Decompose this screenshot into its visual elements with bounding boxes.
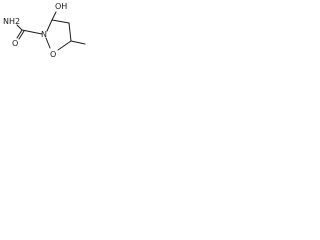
bond-ring-o-ring-n [45, 37, 51, 49]
bond-c4-c5 [68, 22, 72, 42]
molecule-diagram: NH2 O OH N O [3, 2, 86, 59]
bond-c3-c4 [51, 19, 70, 24]
hydroxyl-label: OH [55, 2, 67, 11]
bond-carbonyl-c-o-1 [16, 29, 23, 39]
bond-amide-n-c [16, 24, 23, 31]
bond-carbonyl-c-o-2 [18, 30, 25, 40]
bond-c3-hydroxyl [51, 11, 57, 21]
bond-c5-ring-o [57, 40, 72, 51]
structure-canvas: NH2 O OH N O [0, 0, 100, 67]
bond-c-ring-n [21, 29, 43, 35]
ring-o-label: O [50, 50, 56, 59]
carbonyl-o-label: O [12, 39, 18, 48]
amide-nh2-label: NH2 [3, 17, 20, 26]
ring-n-label: N [41, 30, 47, 39]
bond-ring-n-c3 [46, 19, 53, 32]
bond-c5-methyl [70, 40, 86, 45]
